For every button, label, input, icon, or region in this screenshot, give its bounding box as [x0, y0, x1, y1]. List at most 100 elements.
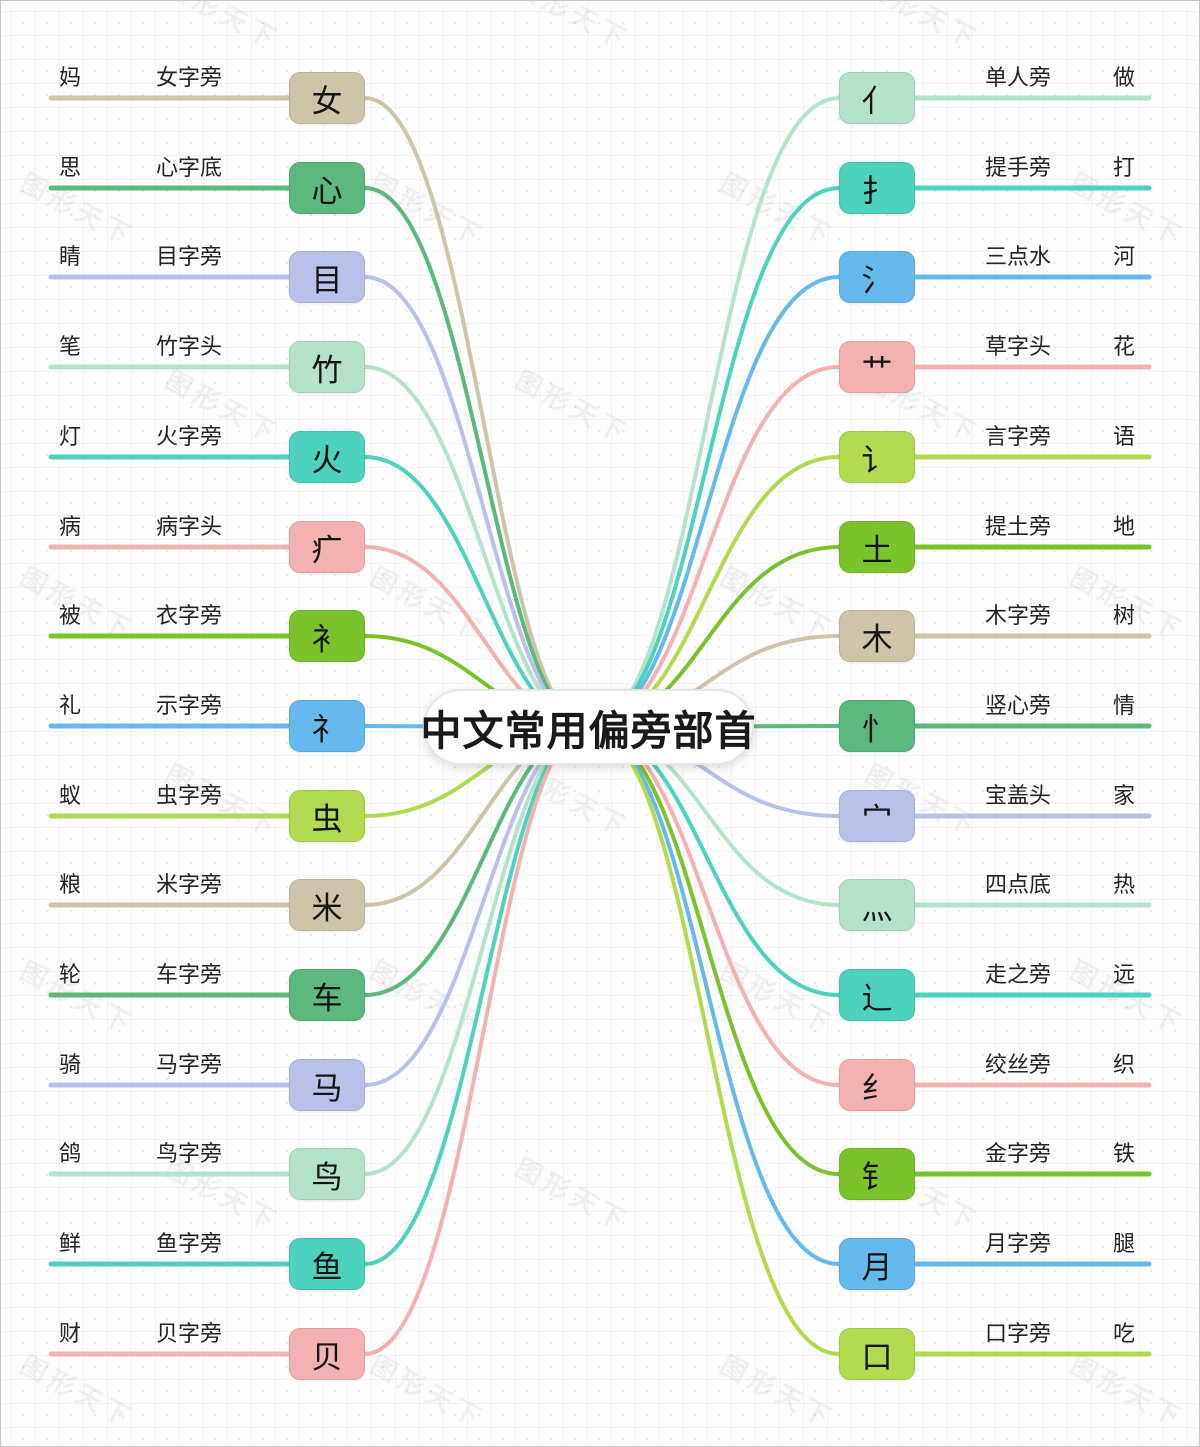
- example-char[interactable]: 被: [59, 604, 82, 629]
- example-char[interactable]: 骑: [59, 1053, 82, 1078]
- radical-box[interactable]: 竹: [289, 341, 365, 393]
- radical-box[interactable]: 火: [289, 431, 365, 483]
- example-char[interactable]: 树: [1113, 604, 1136, 629]
- branch-connector: [586, 725, 841, 1266]
- example-char[interactable]: 织: [1113, 1053, 1136, 1078]
- radical-box[interactable]: 目: [289, 251, 365, 303]
- branch-connector: [586, 455, 841, 729]
- radical-name[interactable]: 口字旁: [985, 1322, 1052, 1347]
- central-topic[interactable]: 中文常用偏旁部首: [420, 689, 757, 765]
- radical-name[interactable]: 病字头: [156, 515, 223, 540]
- radical-name[interactable]: 金字旁: [985, 1142, 1052, 1167]
- radical-name[interactable]: 车字旁: [156, 963, 223, 988]
- radical-name[interactable]: 贝字旁: [156, 1322, 223, 1347]
- radical-box[interactable]: 纟: [839, 1059, 915, 1111]
- example-char[interactable]: 病: [59, 515, 82, 540]
- branch-connector: [363, 455, 590, 729]
- radical-name[interactable]: 竖心旁: [985, 694, 1052, 719]
- radical-box[interactable]: 虫: [289, 790, 365, 842]
- example-char[interactable]: 铁: [1113, 1142, 1136, 1167]
- radical-name[interactable]: 单人旁: [985, 66, 1052, 91]
- radical-box[interactable]: 艹: [839, 341, 915, 393]
- radical-box[interactable]: 贝: [289, 1328, 365, 1380]
- radical-box[interactable]: 米: [289, 879, 365, 931]
- example-char[interactable]: 礼: [59, 694, 82, 719]
- radical-name[interactable]: 三点水: [985, 245, 1052, 270]
- radical-name[interactable]: 虫字旁: [156, 784, 223, 809]
- radical-box[interactable]: 钅: [839, 1148, 915, 1200]
- radical-box[interactable]: 衤: [289, 610, 365, 662]
- radical-box[interactable]: 礻: [289, 700, 365, 752]
- example-char[interactable]: 妈: [59, 66, 82, 91]
- radical-box[interactable]: 马: [289, 1059, 365, 1111]
- radical-box[interactable]: 宀: [839, 790, 915, 842]
- example-char[interactable]: 粮: [59, 873, 82, 898]
- radical-box[interactable]: 亻: [839, 72, 915, 124]
- branch-connector: [363, 725, 590, 1266]
- radical-name[interactable]: 马字旁: [156, 1053, 223, 1078]
- radical-name[interactable]: 走之旁: [985, 963, 1052, 988]
- example-char[interactable]: 家: [1113, 784, 1136, 809]
- example-char[interactable]: 花: [1113, 335, 1136, 360]
- radical-box[interactable]: 氵: [839, 251, 915, 303]
- radical-box[interactable]: 土: [839, 521, 915, 573]
- radical-box[interactable]: 心: [289, 162, 365, 214]
- example-char[interactable]: 热: [1113, 873, 1136, 898]
- radical-box[interactable]: 女: [289, 72, 365, 124]
- example-char[interactable]: 笔: [59, 335, 82, 360]
- example-char[interactable]: 做: [1113, 66, 1136, 91]
- example-char[interactable]: 鲜: [59, 1232, 82, 1257]
- radical-name[interactable]: 绞丝旁: [985, 1053, 1052, 1078]
- radical-box[interactable]: 疒: [289, 521, 365, 573]
- radical-name[interactable]: 鱼字旁: [156, 1232, 223, 1257]
- radical-name[interactable]: 草字头: [985, 335, 1052, 360]
- example-char[interactable]: 语: [1113, 425, 1136, 450]
- example-char[interactable]: 财: [59, 1322, 82, 1347]
- example-char[interactable]: 腿: [1113, 1232, 1136, 1257]
- branch-connector: [586, 186, 841, 729]
- radical-name[interactable]: 米字旁: [156, 873, 223, 898]
- radical-name[interactable]: 目字旁: [156, 245, 223, 270]
- example-char[interactable]: 远: [1113, 963, 1136, 988]
- radical-name[interactable]: 言字旁: [985, 425, 1052, 450]
- radical-box[interactable]: 扌: [839, 162, 915, 214]
- radical-name[interactable]: 提手旁: [985, 156, 1052, 181]
- example-char[interactable]: 河: [1113, 245, 1136, 270]
- radical-name[interactable]: 鸟字旁: [156, 1142, 223, 1167]
- radical-box[interactable]: 辶: [839, 969, 915, 1021]
- example-char[interactable]: 蚁: [59, 784, 82, 809]
- radical-box[interactable]: 木: [839, 610, 915, 662]
- radical-box[interactable]: 灬: [839, 879, 915, 931]
- central-topic-label: 中文常用偏旁部首: [420, 707, 757, 755]
- radical-name[interactable]: 示字旁: [156, 694, 223, 719]
- example-char[interactable]: 打: [1113, 156, 1136, 181]
- branch-connector: [586, 275, 841, 729]
- radical-box[interactable]: 车: [289, 969, 365, 1021]
- radical-name[interactable]: 心字底: [156, 156, 223, 181]
- radical-box[interactable]: 口: [839, 1328, 915, 1380]
- branch-connector: [586, 725, 841, 997]
- radical-box[interactable]: 鸟: [289, 1148, 365, 1200]
- example-char[interactable]: 睛: [59, 245, 82, 270]
- radical-name[interactable]: 四点底: [985, 873, 1052, 898]
- example-char[interactable]: 地: [1113, 515, 1136, 540]
- example-char[interactable]: 情: [1113, 694, 1136, 719]
- example-char[interactable]: 鸽: [59, 1142, 82, 1167]
- example-char[interactable]: 灯: [59, 425, 82, 450]
- example-char[interactable]: 思: [59, 156, 82, 181]
- radical-name[interactable]: 衣字旁: [156, 604, 223, 629]
- radical-box[interactable]: 月: [839, 1238, 915, 1290]
- radical-name[interactable]: 竹字头: [156, 335, 223, 360]
- radical-name[interactable]: 月字旁: [985, 1232, 1052, 1257]
- radical-box[interactable]: 忄: [839, 700, 915, 752]
- branch-connector: [363, 725, 590, 1087]
- radical-name[interactable]: 火字旁: [156, 425, 223, 450]
- radical-name[interactable]: 木字旁: [985, 604, 1052, 629]
- example-char[interactable]: 吃: [1113, 1322, 1136, 1347]
- radical-box[interactable]: 鱼: [289, 1238, 365, 1290]
- example-char[interactable]: 轮: [59, 963, 82, 988]
- radical-name[interactable]: 女字旁: [156, 66, 223, 91]
- radical-name[interactable]: 宝盖头: [985, 784, 1052, 809]
- radical-box[interactable]: 讠: [839, 431, 915, 483]
- radical-name[interactable]: 提土旁: [985, 515, 1052, 540]
